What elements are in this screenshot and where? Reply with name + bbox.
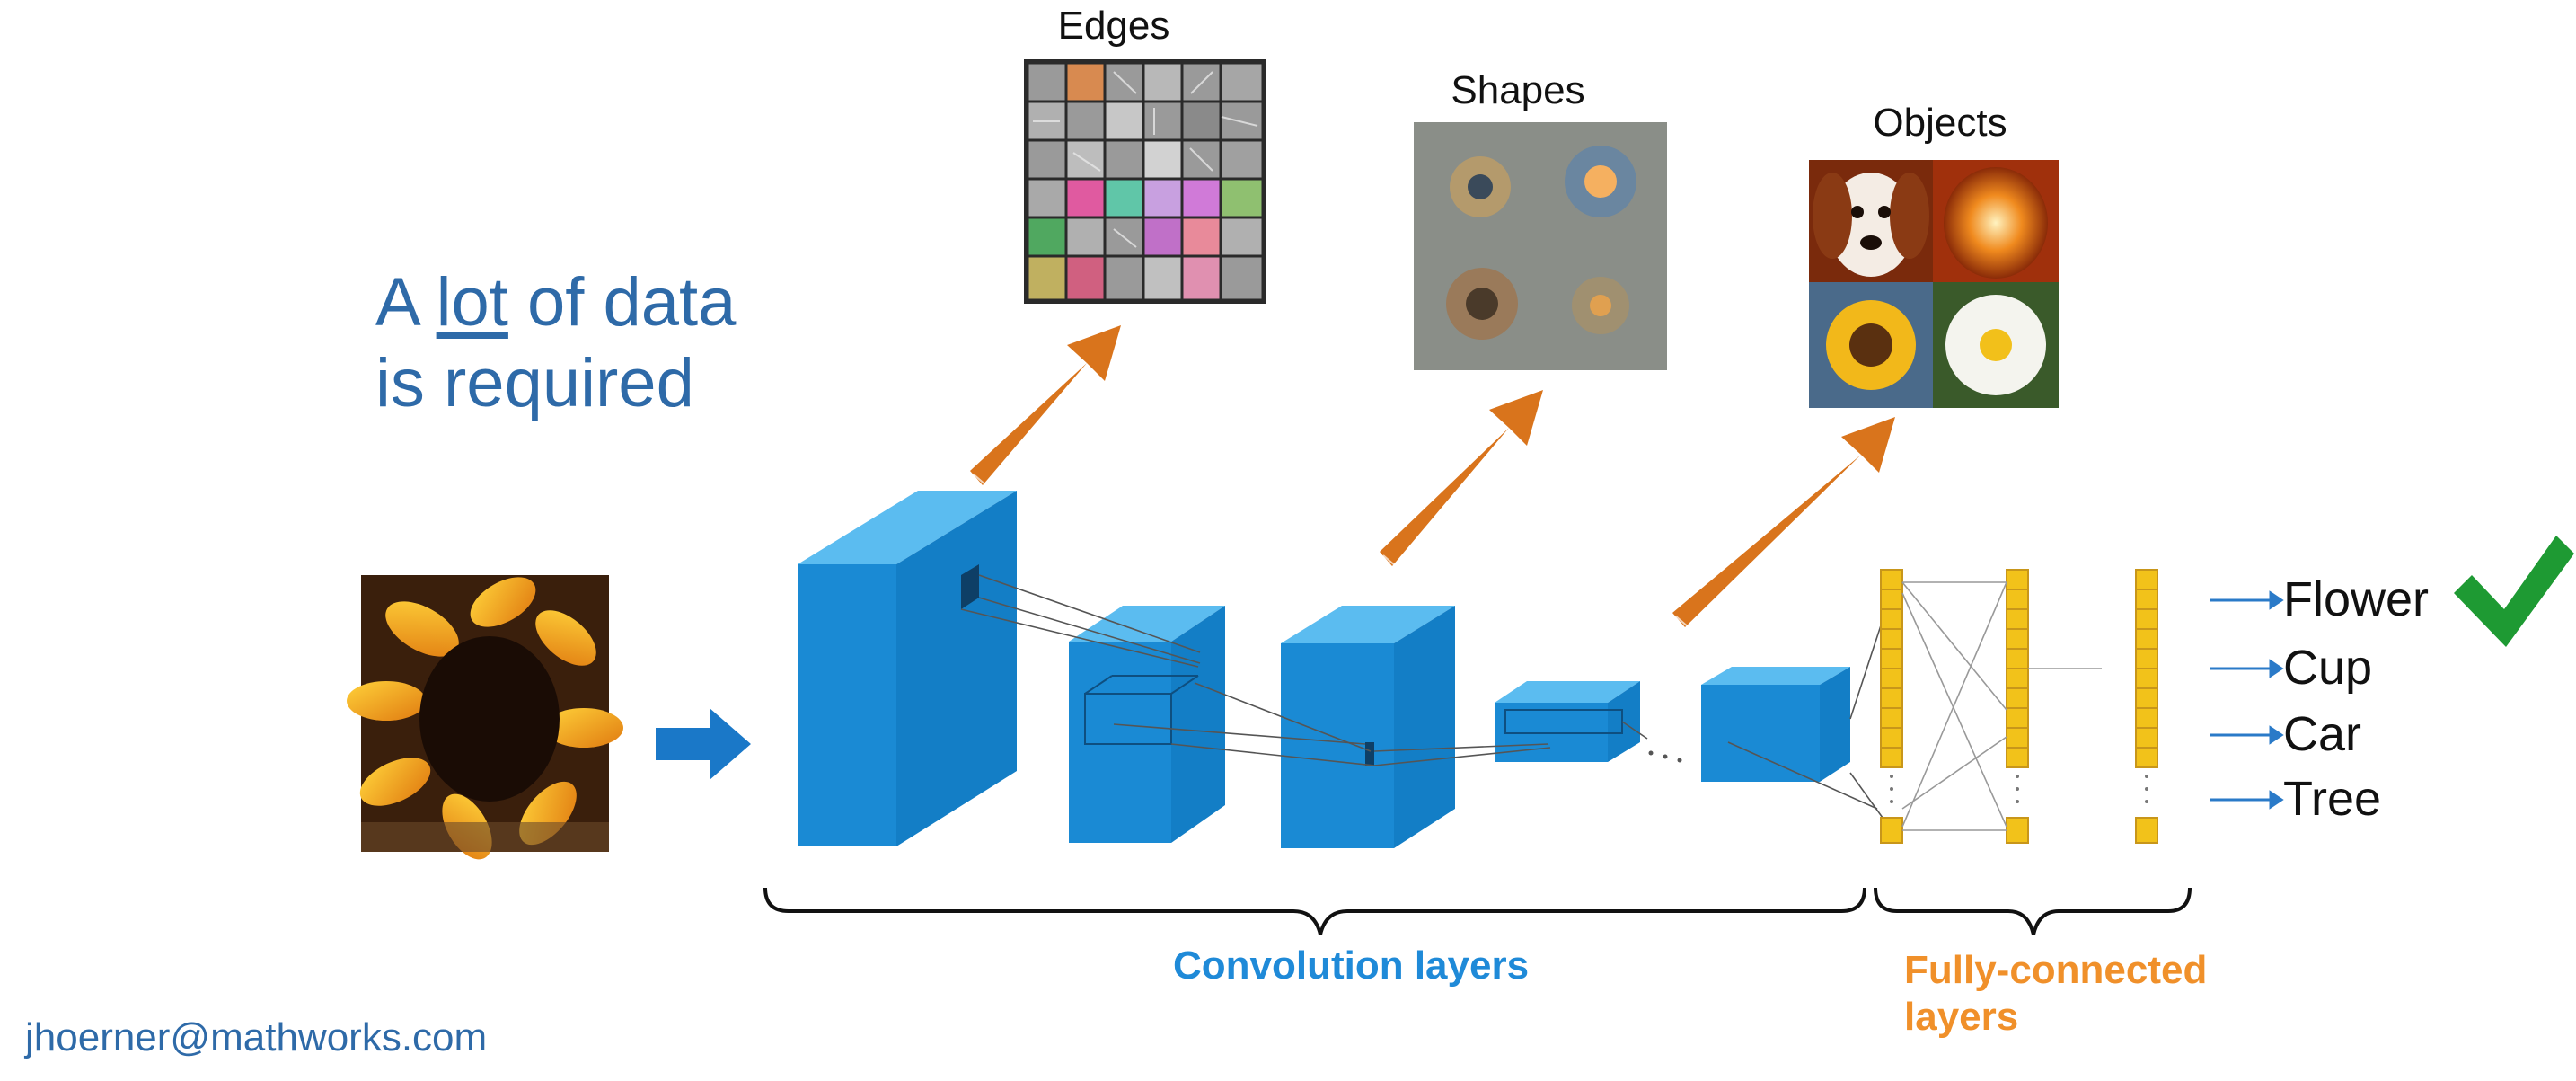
ellipsis-dots bbox=[1648, 750, 1682, 763]
fc-column-1 bbox=[1880, 569, 1903, 844]
class-label-tree: Tree bbox=[2283, 772, 2382, 826]
fully-connected-brace bbox=[1874, 887, 2192, 935]
conv-block-5 bbox=[1701, 667, 1850, 782]
input-sunflower-image bbox=[347, 575, 623, 860]
headline-line-2: is required bbox=[375, 345, 694, 421]
conv-block-2 bbox=[1069, 606, 1225, 843]
check-icon bbox=[2454, 536, 2574, 647]
fully-connected-layers-label: Fully-connected layers bbox=[1904, 948, 2208, 1039]
class-label-cup: Cup bbox=[2283, 641, 2373, 695]
fully-connected-layers bbox=[1880, 569, 2158, 844]
connection-lines bbox=[960, 574, 1883, 819]
objects-image-grid bbox=[1809, 160, 2059, 408]
feature-arrows bbox=[970, 325, 1895, 628]
edges-label: Edges bbox=[1057, 4, 1170, 48]
conv-block-1 bbox=[798, 491, 1017, 846]
class-label-car: Car bbox=[2283, 707, 2362, 761]
conv-block-3 bbox=[1281, 606, 1455, 848]
headline-line-1: A lot of data bbox=[375, 264, 737, 341]
fc-column-3 bbox=[2135, 569, 2158, 844]
edges-filter-grid bbox=[1024, 59, 1266, 304]
objects-label: Objects bbox=[1873, 101, 2007, 145]
output-arrows bbox=[2210, 590, 2284, 810]
shapes-label: Shapes bbox=[1451, 68, 1585, 112]
shapes-feature-grid bbox=[1414, 122, 1667, 370]
headline-emphasis: lot bbox=[436, 264, 508, 341]
footer-email: jhoerner@mathworks.com bbox=[25, 1015, 488, 1059]
input-arrow bbox=[656, 708, 751, 780]
arrow-to-objects bbox=[1672, 417, 1895, 627]
headline: A lot of data is required bbox=[375, 262, 736, 424]
convolution-brace bbox=[763, 887, 1866, 935]
convolution-layers-label: Convolution layers bbox=[1173, 944, 1530, 988]
arrow-to-edges bbox=[970, 325, 1121, 485]
arrow-to-shapes bbox=[1380, 390, 1543, 566]
class-label-flower: Flower bbox=[2283, 572, 2430, 626]
conv-block-4 bbox=[1495, 681, 1640, 762]
fc-column-2 bbox=[2006, 569, 2029, 844]
